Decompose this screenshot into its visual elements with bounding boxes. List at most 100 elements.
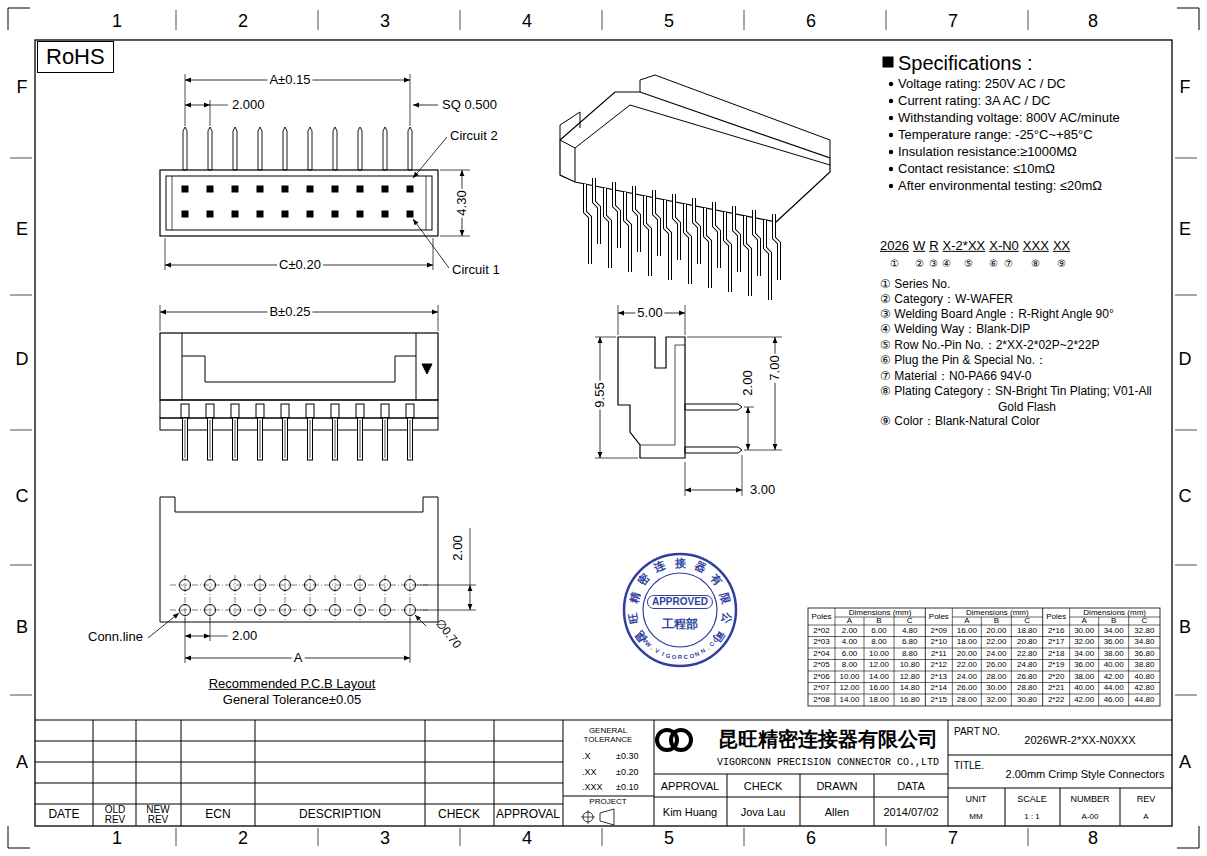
connector-isometric-view [694,198,699,264]
field-heading: UNIT [966,795,987,805]
table-cell: 2*17 [1048,638,1064,647]
connector-isometric-view [705,208,710,288]
drawing-frame [176,10,177,30]
stamp-character: O [671,653,676,660]
tolerance-value: .XX [582,768,597,778]
connector-isometric-view [594,178,599,244]
table-cell: 10.00 [869,649,889,658]
spec-item: Insulation resistance:≥1000MΩ [898,145,1077,159]
table-cell: 36.80 [1134,649,1154,658]
title-block [35,720,1172,721]
stamp-character: 旺 [627,612,640,625]
connector-isometric-view [575,105,830,182]
connector-top-view [160,170,438,236]
drawing-frame [10,158,32,159]
title-block [255,720,256,826]
spec-markers [889,184,893,188]
callout-label: Conn.line [88,630,143,644]
connector-isometric-view [605,188,610,268]
dimension-label: 2.00 [232,629,257,643]
field-value: 1 : 1 [1024,813,1040,822]
table-cell: 12.00 [869,661,889,670]
connector-front-view [182,356,416,382]
column-heading: DATA [897,780,925,792]
connector-front-view [283,418,288,460]
field-value: MM [969,813,982,822]
connector-front-view [360,420,361,458]
approval-stamp: 昆旺精密连接器有限公司APPROVED工程部WWW.VIGORCONN.COM [622,552,738,668]
table-cell: 38.80 [1134,661,1154,670]
mark-text: RoHS [38,42,113,72]
tolerance-value: ±0.20 [616,768,638,778]
dimension-table [808,671,1160,672]
connector-top-view [207,186,213,192]
table-cell: 24.00 [957,672,977,681]
connector-top-view [283,127,287,170]
code-legend-item: ⑨ Color：Blank-Natural Color [880,415,1040,428]
connector-side-view [744,450,782,451]
connector-side-view [618,305,619,335]
table-cell: 40.00 [1104,661,1124,670]
connector-front-view [210,420,211,458]
grid-column-number: 7 [948,829,958,849]
part-number-field: R [929,239,938,253]
spec-item: Withstanding voltage: 800V AC/minute [898,111,1120,125]
drawing-frame [318,10,319,30]
stamp-character: 密 [636,572,651,587]
stamp-character: . [705,645,710,651]
connector-front-view [335,420,336,458]
connector-top-view [332,186,338,192]
code-legend-item: ⑧ Plating Category：SN-Bright Tin Plating… [880,384,1160,415]
table-cell: 2*18 [1048,649,1064,658]
drawing-frame [10,430,32,431]
grid-column-number: 1 [112,12,122,32]
table-cell: 2*09 [931,626,947,635]
connector-isometric-view [665,200,670,280]
connector-front-view [422,364,432,374]
grid-column-number: 5 [664,12,674,32]
column-heading: CHECK [744,780,783,792]
connector-side-view [687,337,782,338]
stamp-character: R [678,654,682,660]
stamp-character: 公 [720,612,733,625]
pcb-layout [160,497,438,622]
stamp-character: 精 [628,591,641,604]
table-cell: 22.00 [986,638,1006,647]
connector-isometric-view [614,182,619,248]
table-cell: 10.00 [839,672,859,681]
connector-side-view [744,407,754,408]
stamp-character: O [689,652,695,659]
connector-isometric-view [654,190,659,256]
dimension-label: ∅0.70 [433,617,464,651]
connector-top-view [413,137,447,178]
dimension-table [952,608,953,706]
dimension-table [925,608,926,706]
table-cell: 10.80 [900,661,920,670]
code-legend-item: ⑥ Plug the Pin & Special No.： [880,354,1047,367]
tolerance-heading: GENERAL TOLERANCE [578,727,638,745]
pcb-layout [205,605,216,616]
table-cell: 2*10 [931,638,947,647]
connector-side-view [748,407,749,450]
part-number-field: -N0 [998,239,1019,253]
field-heading: TITLE. [954,760,984,771]
title-block [425,720,426,826]
table-header: B [876,617,881,626]
connector-side-view [618,337,685,458]
part-number-field: X [989,239,998,253]
signature-value: Allen [825,806,849,818]
connector-side-view [685,404,742,410]
dimension-label: 5.00 [635,306,664,320]
connector-isometric-view [754,210,759,276]
stamp-character: C [683,653,688,660]
pcb-layout [470,528,471,585]
connector-isometric-view [734,206,739,272]
drawing-frame [10,565,32,566]
connector-front-view [356,404,364,418]
table-cell: 2*06 [813,672,829,681]
table-cell: 36.00 [1104,638,1124,647]
table-header: Poles [1046,612,1066,621]
drawing-frame [1175,295,1197,296]
connector-top-view [232,211,238,217]
connector-isometric-view [625,192,630,272]
